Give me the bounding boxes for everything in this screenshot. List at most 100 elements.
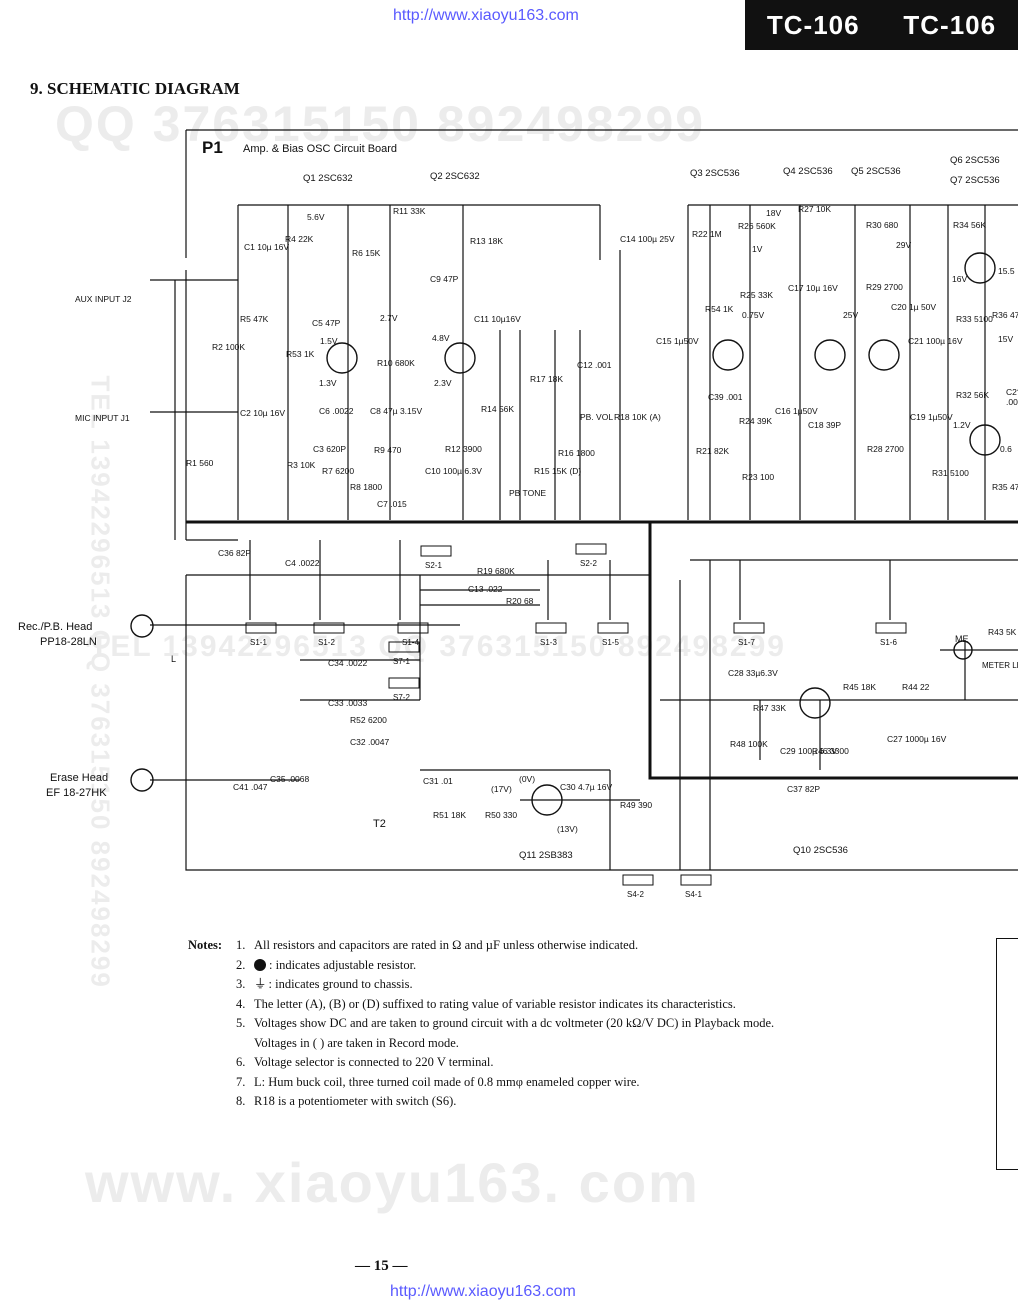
switch-symbol [535,622,567,634]
erase-head-model: EF 18-27HK [46,787,107,799]
switch-label: S4-1 [685,890,702,899]
note-number: 3. [236,977,246,991]
component-label: C2 10µ 16V [240,408,285,418]
switch-symbol [313,622,345,634]
component-label: R31 5100 [932,468,969,478]
url-bottom[interactable]: http://www.xiaoyu163.com [390,1283,576,1300]
note-item: Voltages in ( ) are taken in Record mode… [236,1034,936,1054]
component-label: C34 .0022 [328,658,367,668]
component-label: R18 10K (A) [614,412,661,422]
component-label: C11 10µ16V [474,314,521,324]
rec-head-label: Rec./P.B. Head [18,621,92,633]
component-label: R28 2700 [867,444,904,454]
component-label: 0.6 [1000,444,1012,454]
note-number: 4. [236,996,246,1011]
switch-symbol [875,622,907,634]
component-label: C4 .0022 [285,558,320,568]
component-label: C35 .0068 [270,774,309,784]
component-label: R49 390 [620,800,652,810]
component-label: C16 1µ50V [775,406,818,416]
component-label: 18V [766,208,781,218]
note-number: 6. [236,1055,246,1069]
model-banner: TC-106 TC-106 [745,0,1018,50]
component-label: R14 56K [481,404,514,414]
note-item: 6. Voltage selector is connected to 220 V… [236,1053,936,1073]
watermark-tel-mid: TEL 13942296513 QQ 376315150 892498299 [90,630,786,663]
component-label: 2.7V [380,313,398,323]
component-label: C15 1µ50V [656,336,699,346]
note-item: 8.R18 is a potentiometer with switch (S6… [236,1092,936,1112]
transformer-label: T2 [373,818,386,830]
component-label: C8 47µ 3.15V [370,406,422,416]
component-label: R29 2700 [866,282,903,292]
switch-label: S2-2 [580,559,597,568]
component-label: R26 560K [738,221,776,231]
component-label: R1 560 [186,458,214,468]
url-top[interactable]: http://www.xiaoyu163.com [393,7,579,24]
component-label: 15.5 [998,266,1015,276]
component-label: R2 100K [212,342,245,352]
component-label: R45 18K [843,682,876,692]
transistor-q3: Q3 2SC536 [690,168,740,179]
component-label: C41 .047 [233,782,268,792]
note-number: 2. [236,957,246,972]
component-label: 4.8V [432,333,450,343]
component-label: R10 680K [377,358,415,368]
component-label: C13 .022 [468,584,503,594]
component-label: C30 4.7µ 16V [560,782,612,792]
note-text: : indicates ground to chassis. [268,977,413,991]
switch-symbol [388,641,420,653]
note-text: : indicates adjustable resistor. [269,957,417,972]
component-label: R46 3300 [812,746,849,756]
transistor-q1: Q1 2SC632 [303,173,353,184]
component-label: R43 5K (B) [988,627,1018,637]
model-label-left: TC-106 [766,9,860,40]
component-label: C29 100µ 6.3V [780,746,837,756]
watermark-site: www. xiaoyu163. com [85,1151,700,1214]
component-label: C28 33µ6.3V [728,668,778,678]
switch-symbol [597,622,629,634]
component-label: C2? [1006,387,1018,397]
component-label: 1V [752,244,763,254]
component-label: C12 .001 [577,360,612,370]
switch-label: S1-1 [250,638,267,647]
component-label: 5.6V [307,212,325,222]
component-label: (17V) [491,784,512,794]
component-label: R11 33K [393,206,426,216]
component-label: R24 39K [739,416,772,426]
component-label: R19 680K [477,566,515,576]
watermark-qq-top: QQ 376315150 892498299 [55,96,706,152]
component-label: C17 10µ 16V [788,283,838,293]
component-label: R22 1M [692,229,722,239]
component-label: 29V [896,240,911,250]
component-label: C31 .01 [423,776,453,786]
component-label: R9 470 [374,445,402,455]
note-item: 3.⏚: indicates ground to chassis. [236,975,936,995]
component-label: C18 39P [808,420,841,430]
note-text: Voltage selector is connected to 220 V t… [254,1055,494,1069]
switch-symbol [420,545,452,557]
transistor-q4: Q4 2SC536 [783,166,833,177]
component-label: R21 82K [696,446,729,456]
component-label: R3 10K [287,460,316,470]
component-label: C10 100µ 6.3V [425,466,482,476]
component-label: R35 470 [992,482,1018,492]
hum-coil-label: L [171,654,176,664]
component-label: R51 18K [433,810,466,820]
note-item: 1.All resistors and capacitors are rated… [236,936,936,956]
component-label: 1.2V [953,420,971,430]
switch-label: S7-2 [393,693,410,702]
component-label: (13V) [557,824,578,834]
component-label: C39 .001 [708,392,743,402]
erase-head-label: Erase Head [50,772,108,784]
component-label: PB TONE [509,488,546,498]
component-label: 2.3V [434,378,452,388]
component-label: R53 1K [286,349,315,359]
switch-label: S1-6 [880,638,897,647]
component-label: R8 1800 [350,482,382,492]
component-label: R27 10K [798,204,831,214]
component-label: C27 1000µ 16V [887,734,947,744]
switch-label: S1-7 [738,638,755,647]
component-label: C5 47P [312,318,341,328]
notes-heading: Notes: [188,938,223,952]
